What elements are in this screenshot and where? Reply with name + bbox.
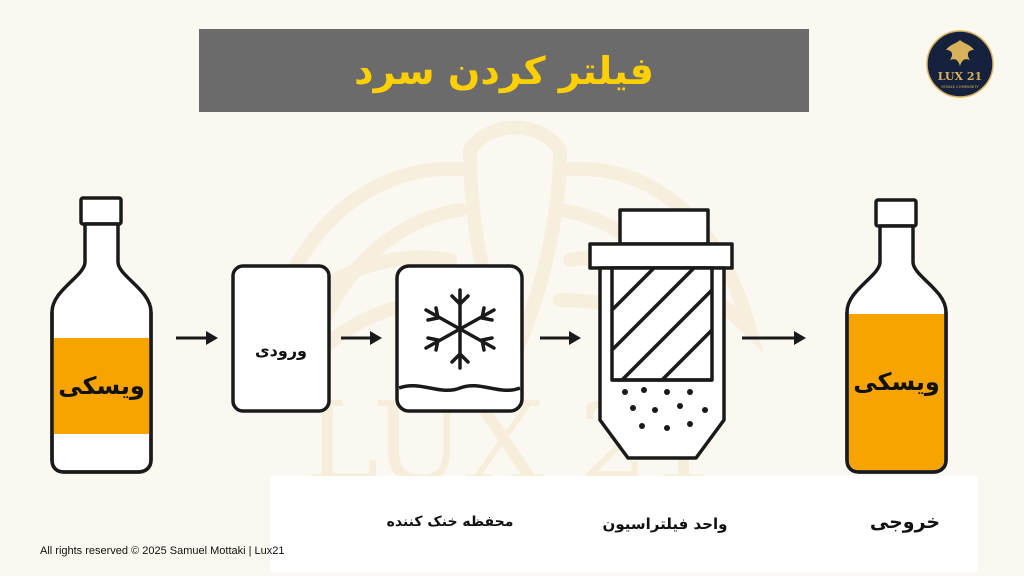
output-bottle-label: ویسکی: [853, 368, 940, 396]
copyright-footer: All rights reserved © 2025 Samuel Mottak…: [40, 545, 285, 557]
snowflake-icon: [424, 288, 496, 370]
phoenix-icon: [946, 40, 974, 66]
logo: LUX 21 ROYALE COMMUNITY: [926, 30, 994, 98]
input-bottle-label-wrap: ویسکی: [52, 360, 151, 412]
output-bottle-label-wrap: ویسکی: [847, 356, 946, 408]
output-bottle-icon: [845, 198, 948, 474]
filter-unit-label: واحد فیلتراسیون: [602, 515, 728, 533]
filter-media-hatch: [610, 266, 714, 382]
filter-sediment-dots: [622, 387, 708, 431]
filter-unit-icon: [588, 208, 734, 460]
arrow-right-icon: [341, 331, 382, 345]
logo-subtext: ROYALE COMMUNITY: [941, 85, 979, 89]
output-label-wrap: خروجی: [850, 506, 960, 538]
arrow-right-icon: [176, 331, 218, 345]
intake-label: ورودی: [255, 340, 307, 360]
intake-box: [231, 264, 331, 413]
logo-text: LUX 21: [938, 70, 982, 83]
arrow-right-icon: [742, 331, 806, 345]
bottom-label-panel: [270, 476, 978, 572]
title-banner: فیلتر کردن سرد: [199, 29, 809, 112]
page-title: فیلتر کردن سرد: [354, 48, 654, 93]
intake-label-wrap: ورودی: [233, 330, 329, 370]
input-bottle-icon: [50, 196, 153, 474]
cooling-label-wrap: محفظه خنک کننده: [380, 508, 520, 536]
filter-label-wrap: واحد فیلتراسیون: [590, 510, 740, 538]
input-bottle-label: ویسکی: [58, 372, 145, 400]
output-label: خروجی: [869, 511, 941, 533]
arrow-right-icon: [540, 331, 581, 345]
cooling-chamber-label: محفظه خنک کننده: [386, 514, 514, 530]
